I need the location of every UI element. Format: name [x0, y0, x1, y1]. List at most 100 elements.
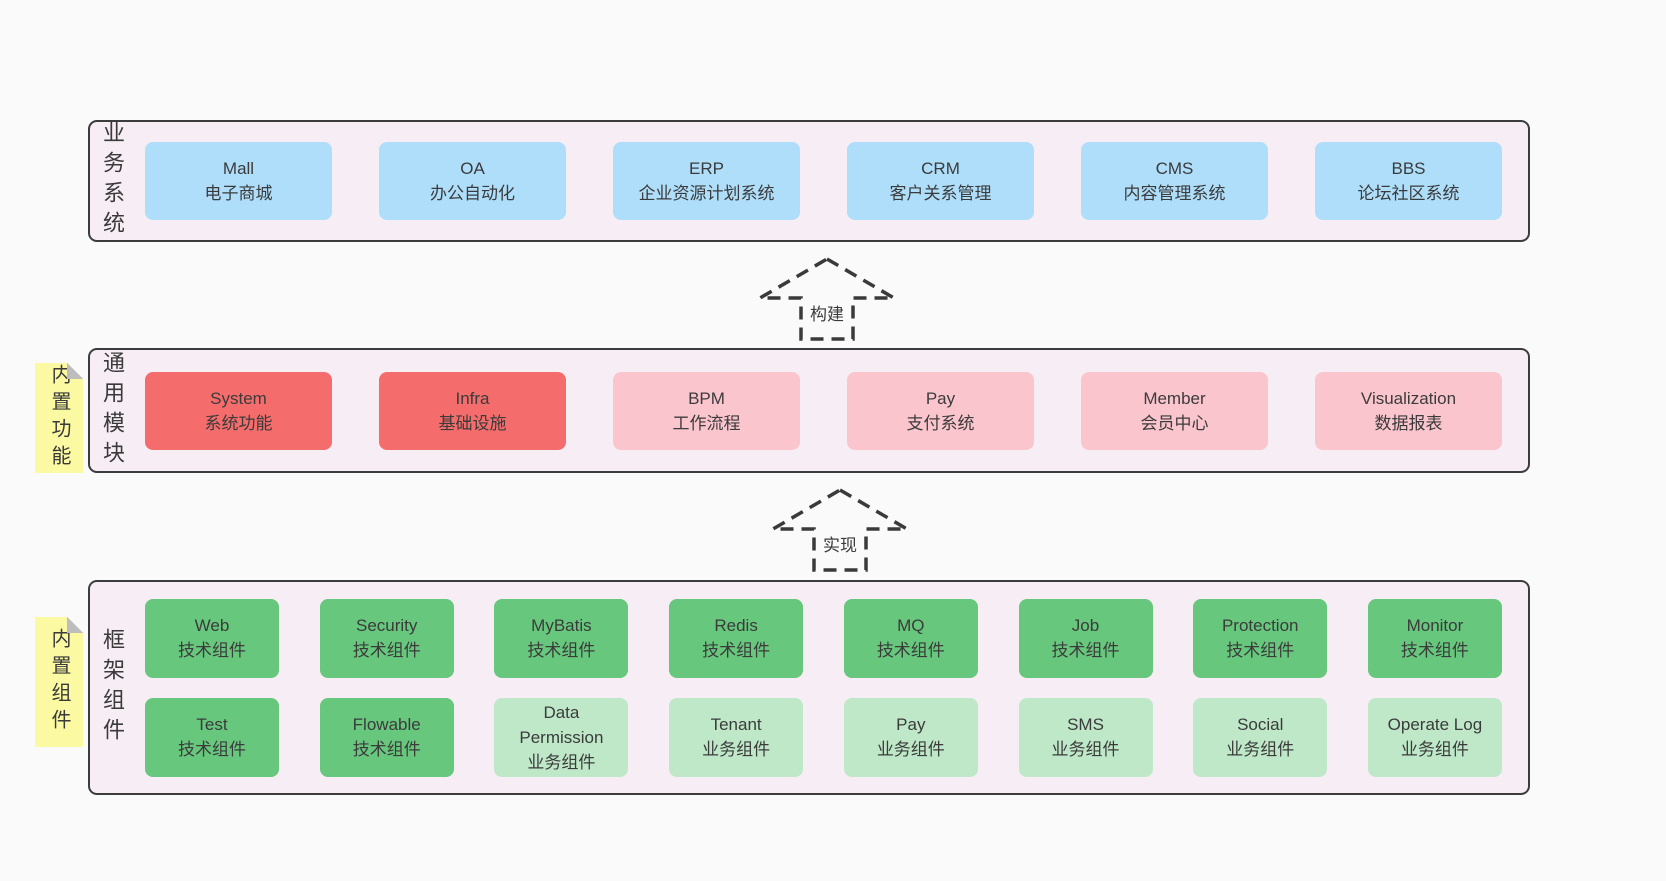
box-web: Web 技术组件 [145, 598, 279, 678]
box-visualization: Visualization 数据报表 [1315, 371, 1502, 450]
band-label-business-systems: 业务系统 [100, 121, 125, 241]
box-name: Data Permission [519, 702, 604, 747]
box-name: MyBatis [531, 616, 592, 635]
box-crm: CRM 客户关系管理 [847, 142, 1034, 220]
box-subtitle: 技术组件 [876, 641, 945, 660]
box-mall: Mall 电子商城 [145, 142, 332, 220]
box-subtitle: 企业资源计划系统 [638, 184, 775, 203]
box-subtitle: 技术组件 [1051, 641, 1120, 660]
box-name: OA [460, 159, 485, 178]
box-subtitle: 数据报表 [1374, 413, 1443, 433]
box-system: System 系统功能 [145, 371, 332, 450]
builtin-features-sticky: 内置功能 [35, 363, 83, 473]
box-name: Tenant [710, 715, 762, 734]
box-name: Protection [1221, 616, 1299, 635]
box-subtitle: 客户关系管理 [889, 184, 992, 203]
box-subtitle: 技术组件 [352, 740, 421, 759]
box-subtitle: 支付系统 [906, 413, 975, 433]
box-name: ERP [689, 159, 724, 178]
box-subtitle: 会员中心 [1140, 413, 1209, 433]
builtin-components-label: 内置组件 [48, 628, 70, 736]
box-name: Test [196, 715, 228, 734]
box-name: MQ [897, 616, 925, 635]
box-name: Security [355, 616, 418, 635]
box-name: Web [194, 616, 230, 635]
build-arrow-label: 构建 [807, 300, 847, 325]
up-arrow-icon [770, 487, 910, 572]
box-name: Infra [455, 388, 490, 408]
common-modules-band: 通用模块 System 系统功能 Infra 基础设施 BPM 工作流程 Pay… [88, 348, 1530, 473]
box-erp: ERP 企业资源计划系统 [613, 142, 800, 220]
box-name: SMS [1067, 715, 1104, 734]
box-job: Job 技术组件 [1018, 598, 1153, 678]
box-name: System [210, 388, 267, 408]
box-redis: Redis 技术组件 [669, 598, 804, 678]
box-subtitle: 业务组件 [1051, 740, 1120, 759]
box-name: BBS [1391, 159, 1426, 178]
box-subtitle: 技术组件 [178, 740, 246, 759]
business-systems-boxes: Mall 电子商城 OA 办公自动化 ERP 企业资源计划系统 CRM 客户关系… [145, 122, 1502, 240]
box-name: Member [1143, 388, 1206, 408]
box-name: Job [1071, 616, 1100, 635]
business-components-row: Test 技术组件 Flowable 技术组件 Data Permission … [145, 697, 1502, 777]
box-social: Social 业务组件 [1193, 697, 1328, 777]
box-subtitle: 技术组件 [527, 641, 596, 660]
box-pay: Pay 支付系统 [847, 371, 1034, 450]
box-name: Pay [896, 715, 926, 734]
box-data-permission: Data Permission 业务组件 [494, 697, 629, 777]
build-arrow: 构建 [757, 256, 897, 342]
box-subtitle: 技术组件 [1400, 641, 1469, 660]
framework-components-band: 框架组件 Web 技术组件 Security 技术组件 MyBatis 技术组件… [88, 580, 1530, 795]
box-name: CMS [1155, 159, 1194, 178]
box-subtitle: 业务组件 [702, 740, 771, 759]
box-subtitle: 工作流程 [672, 413, 741, 433]
box-bbs: BBS 论坛社区系统 [1315, 142, 1502, 220]
box-pay-component: Pay 业务组件 [843, 697, 978, 777]
box-name: Flowable [352, 715, 421, 734]
box-subtitle: 业务组件 [527, 752, 596, 772]
box-test: Test 技术组件 [145, 697, 279, 777]
folded-corner-icon [67, 363, 83, 379]
box-monitor: Monitor 技术组件 [1367, 598, 1502, 678]
box-tenant: Tenant 业务组件 [669, 697, 804, 777]
box-subtitle: 内容管理系统 [1123, 184, 1226, 203]
framework-components-boxes: Web 技术组件 Security 技术组件 MyBatis 技术组件 Redi… [145, 582, 1502, 793]
box-name: Visualization [1360, 388, 1457, 408]
box-protection: Protection 技术组件 [1193, 598, 1328, 678]
box-name: Monitor [1406, 616, 1464, 635]
box-name: Operate Log [1387, 715, 1483, 734]
box-subtitle: 技术组件 [178, 641, 246, 660]
up-arrow-icon [757, 256, 897, 341]
box-flowable: Flowable 技术组件 [319, 697, 454, 777]
box-name: CRM [921, 159, 960, 178]
box-mybatis: MyBatis 技术组件 [494, 598, 629, 678]
box-cms: CMS 内容管理系统 [1081, 142, 1268, 220]
folded-corner-icon [67, 617, 83, 633]
builtin-components-sticky: 内置组件 [35, 617, 83, 747]
implement-arrow-label: 实现 [820, 531, 860, 556]
box-name: Redis [714, 616, 758, 635]
box-name: Mall [222, 159, 255, 178]
box-subtitle: 业务组件 [876, 740, 945, 759]
business-systems-band: 业务系统 Mall 电子商城 OA 办公自动化 ERP 企业资源计划系统 CRM… [88, 120, 1530, 242]
implement-arrow: 实现 [770, 487, 910, 573]
box-oa: OA 办公自动化 [379, 142, 566, 220]
box-subtitle: 技术组件 [352, 641, 421, 660]
common-modules-boxes: System 系统功能 Infra 基础设施 BPM 工作流程 Pay 支付系统… [145, 350, 1502, 471]
box-member: Member 会员中心 [1081, 371, 1268, 450]
band-label-framework-components: 框架组件 [100, 627, 125, 748]
box-subtitle: 系统功能 [204, 413, 273, 433]
box-subtitle: 技术组件 [1226, 641, 1295, 660]
box-name: BPM [688, 388, 725, 408]
box-subtitle: 技术组件 [702, 641, 771, 660]
box-subtitle: 办公自动化 [430, 184, 515, 203]
box-subtitle: 基础设施 [438, 413, 507, 433]
box-subtitle: 电子商城 [204, 184, 273, 203]
box-operate-log: Operate Log 业务组件 [1367, 697, 1502, 777]
box-sms: SMS 业务组件 [1018, 697, 1153, 777]
box-name: Pay [925, 388, 956, 408]
builtin-features-label: 内置功能 [48, 364, 70, 472]
box-name: Social [1237, 715, 1284, 734]
box-security: Security 技术组件 [319, 598, 454, 678]
box-mq: MQ 技术组件 [843, 598, 978, 678]
